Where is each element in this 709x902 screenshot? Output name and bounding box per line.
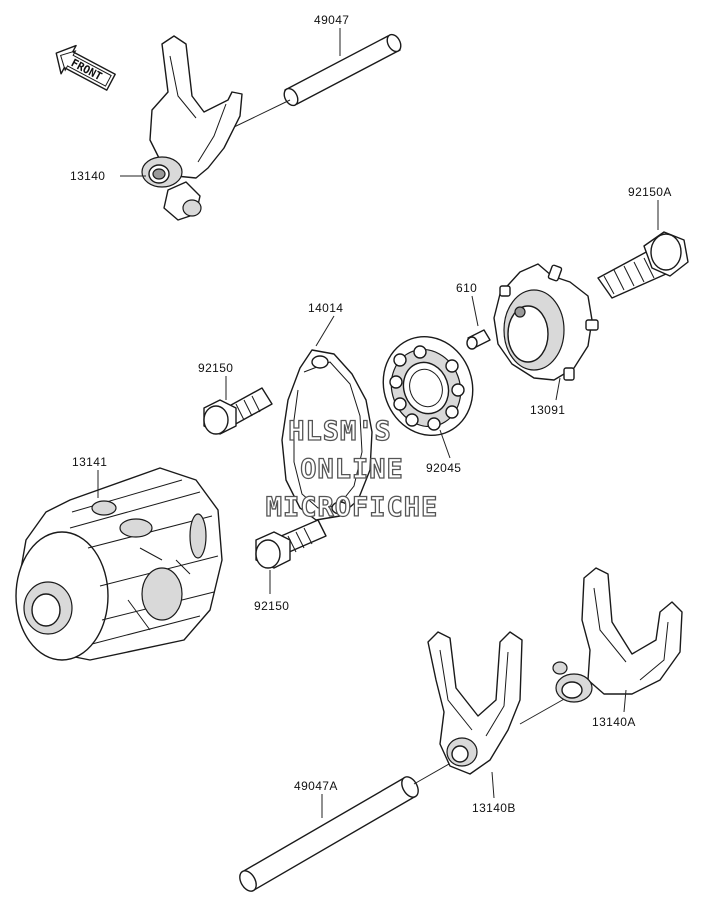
bolt-92150-bottom (255, 519, 327, 569)
label-610: 610 (456, 281, 477, 295)
shift-fork-13140B (427, 631, 523, 775)
pin-610 (466, 329, 491, 350)
cam-plate-13091 (493, 263, 599, 381)
front-arrow-badge: FRONT (55, 44, 116, 91)
label-49047A: 49047A (294, 779, 338, 793)
bolt-92150A (597, 231, 689, 299)
label-92150-bottom: 92150 (254, 599, 289, 613)
label-14014: 14014 (308, 301, 343, 315)
label-13140: 13140 (70, 169, 105, 183)
shift-fork-13140 (141, 35, 243, 221)
label-13141: 13141 (72, 455, 107, 469)
watermark-line-1: HLSM'S (288, 416, 392, 447)
shift-fork-13140A (552, 567, 683, 703)
label-13091: 13091 (530, 403, 565, 417)
shift-rod-49047 (231, 33, 402, 129)
label-92150A: 92150A (628, 185, 672, 199)
label-92045: 92045 (426, 461, 461, 475)
shift-drum-13141 (15, 467, 223, 661)
label-49047: 49047 (314, 13, 349, 27)
watermark: HLSM'S ONLINE MICROFICHE (265, 415, 439, 523)
bolt-92150-top (203, 387, 273, 435)
label-13140A: 13140A (592, 715, 636, 729)
leader-lines (97, 28, 659, 818)
plate-14014 (281, 349, 373, 521)
part-labels: 49047 13140 92150A 14014 610 92150 13091… (70, 13, 672, 815)
label-13140B: 13140B (472, 801, 516, 815)
shift-rod-49047A (239, 697, 567, 892)
watermark-line-3: MICROFICHE (266, 492, 439, 523)
bearing-92045 (382, 335, 474, 437)
label-92150-top: 92150 (198, 361, 233, 375)
watermark-line-2: ONLINE (300, 454, 404, 485)
